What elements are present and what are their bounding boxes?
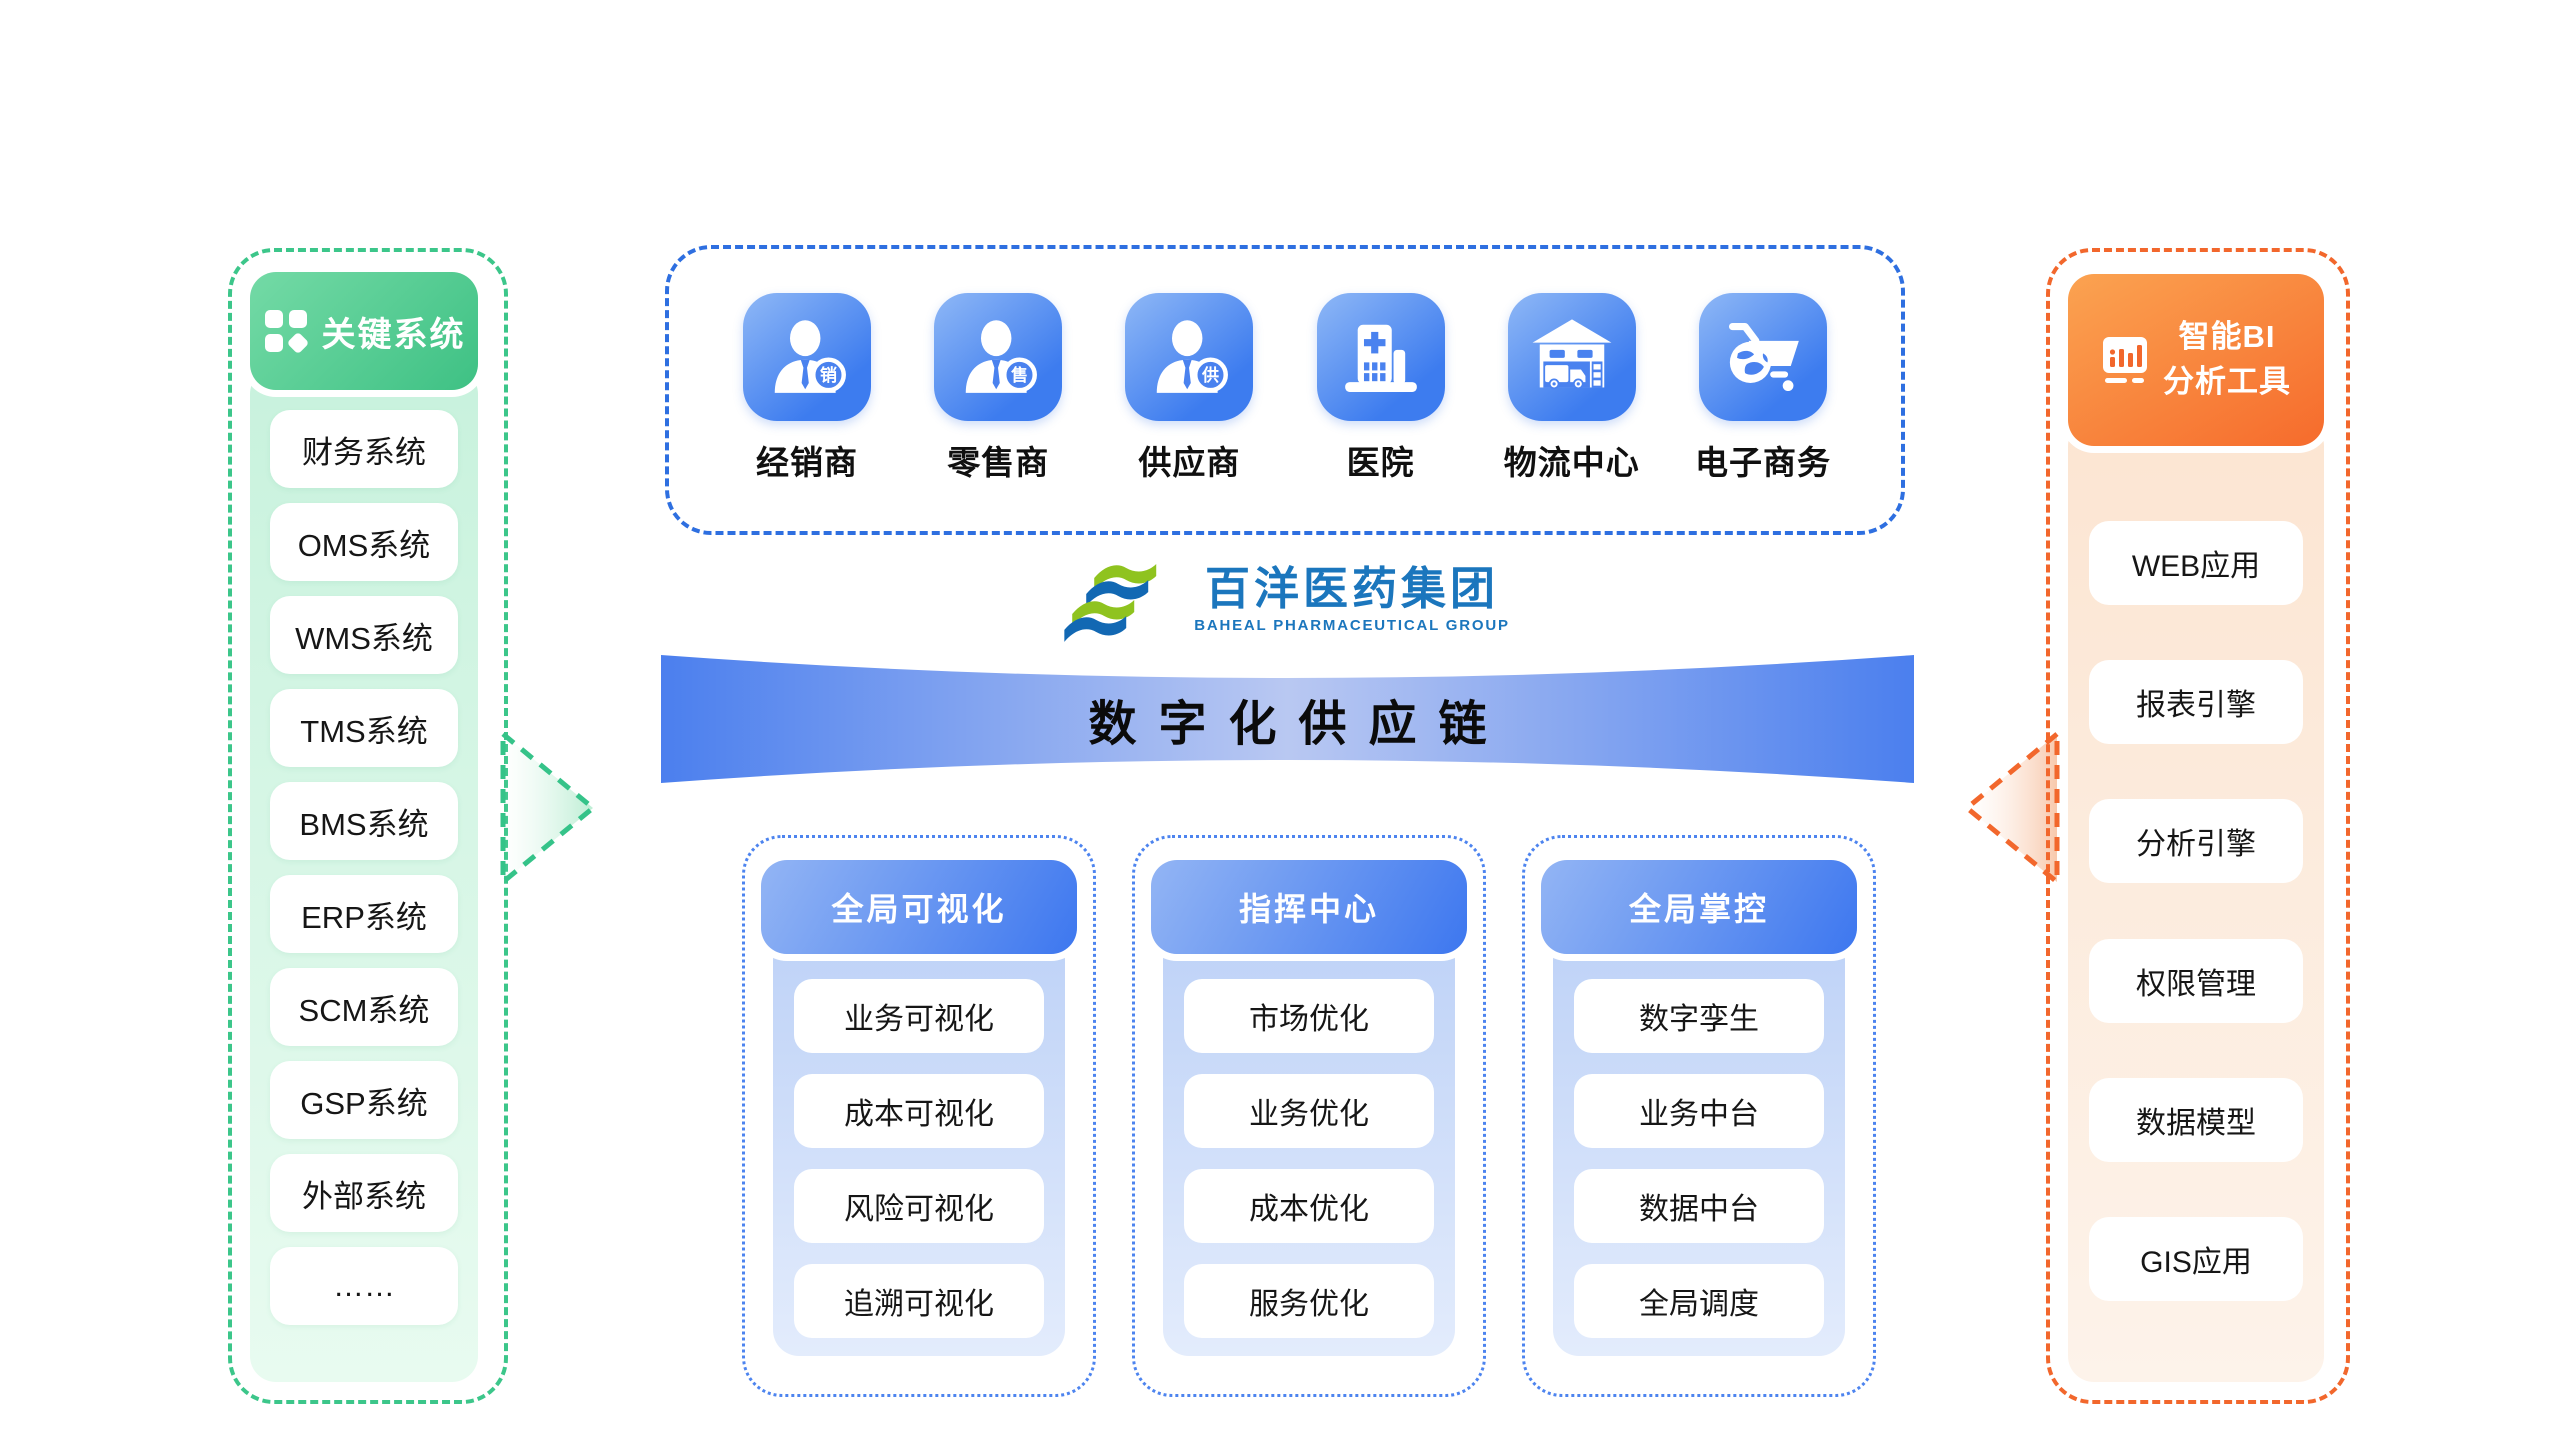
- participant-label: 供应商: [1138, 444, 1241, 481]
- bar-chart-icon: [2103, 337, 2147, 383]
- pillar-global-control: 全局掌控 数字孪生 业务中台 数据中台 全局调度: [1522, 835, 1876, 1397]
- warehouse-truck-icon: [1507, 293, 1636, 421]
- pillar-item: 服务优化: [1184, 1263, 1434, 1338]
- pillar-item: 业务优化: [1184, 1073, 1434, 1148]
- participant-retailer: 售 零售商: [922, 293, 1074, 484]
- logo-wave-mark: [1064, 564, 1157, 642]
- pillar-item: 业务可视化: [794, 978, 1044, 1053]
- logo-text: 百洋医药集团 BAHEAL PHARMACEUTICAL GROUP: [1194, 564, 1510, 634]
- pillar-command-center: 指挥中心 市场优化 业务优化 成本优化 服务优化: [1132, 835, 1486, 1397]
- pillar-item: 成本优化: [1184, 1168, 1434, 1243]
- logo-company-name: 百洋医药集团: [1204, 563, 1499, 615]
- pillar-item: 业务中台: [1574, 1073, 1824, 1148]
- key-system-item: SCM系统: [270, 968, 458, 1046]
- svg-text:供: 供: [1201, 365, 1219, 385]
- key-system-item: ERP系统: [270, 875, 458, 953]
- pillar-item-list: 市场优化 业务优化 成本优化 服务优化: [1163, 934, 1455, 1356]
- pillar-item: 全局调度: [1574, 1263, 1824, 1338]
- participant-label: 物流中心: [1503, 444, 1640, 481]
- banner-ribbon-shape: [661, 655, 1914, 783]
- supplier-person-icon: 供: [1125, 293, 1254, 421]
- pillar-item: 数字孪生: [1574, 978, 1824, 1053]
- bi-tools-title-line2: 分析工具: [2163, 364, 2291, 399]
- participant-supplier: 供 供应商: [1113, 293, 1265, 484]
- bi-tool-item: 报表引擎: [2089, 660, 2303, 745]
- pillar-item-list: 数字孪生 业务中台 数据中台 全局调度: [1553, 934, 1845, 1356]
- key-systems-list: 财务系统 OMS系统 WMS系统 TMS系统 BMS系统 ERP系统 SCM系统…: [250, 368, 478, 1382]
- svg-text:销: 销: [820, 365, 837, 385]
- participant-distributor: 销 经销商: [731, 293, 883, 484]
- pillar-item-list: 业务可视化 成本可视化 风险可视化 追溯可视化: [773, 934, 1065, 1356]
- participant-logistics: 物流中心: [1496, 293, 1648, 484]
- panel-bi-tools: 智能BI 分析工具 WEB应用 报表引擎 分析引擎 权限管理 数据模型 GIS应…: [2046, 248, 2350, 1404]
- pillar-item: 数据中台: [1574, 1168, 1824, 1243]
- participant-ecommerce: 电子商务: [1687, 293, 1839, 484]
- retailer-person-icon: 售: [934, 293, 1063, 421]
- digital-supply-chain-banner: 数字化供应链: [655, 645, 1920, 793]
- pillar-item: 风险可视化: [794, 1168, 1044, 1243]
- pillar-item: 市场优化: [1184, 978, 1434, 1053]
- pillar-item: 成本可视化: [794, 1073, 1044, 1148]
- orange-left-arrow: [1964, 731, 2060, 885]
- bi-tools-title: 智能BI 分析工具: [2163, 315, 2291, 405]
- banner-title: 数字化供应链: [1088, 698, 1509, 751]
- key-system-item: OMS系统: [270, 503, 458, 581]
- bi-tools-list: WEB应用 报表引擎 分析引擎 权限管理 数据模型 GIS应用: [2068, 420, 2324, 1382]
- participant-label: 经销商: [756, 444, 858, 481]
- distributor-person-icon: 销: [743, 293, 871, 421]
- bi-tool-item: 分析引擎: [2089, 799, 2303, 884]
- bi-tool-item: 数据模型: [2089, 1077, 2303, 1162]
- globe-cart-icon: [1698, 293, 1827, 421]
- participant-hospital: 医院: [1305, 293, 1457, 484]
- panel-participants: 销 经销商 售 零售商: [665, 245, 1905, 535]
- svg-text:售: 售: [1011, 365, 1028, 385]
- bi-tool-item: GIS应用: [2089, 1216, 2303, 1301]
- bi-tools-header: 智能BI 分析工具: [2068, 274, 2324, 446]
- logo-subtitle: BAHEAL PHARMACEUTICAL GROUP: [1194, 616, 1510, 634]
- bi-tool-item: 权限管理: [2089, 938, 2303, 1023]
- participant-label: 医院: [1346, 444, 1415, 481]
- key-systems-header: 关键系统: [250, 272, 478, 390]
- participant-label: 电子商务: [1694, 444, 1831, 481]
- hospital-icon: [1316, 293, 1445, 421]
- key-system-item: TMS系统: [270, 689, 458, 767]
- key-system-item: 外部系统: [270, 1154, 458, 1232]
- pillar-header: 指挥中心: [1151, 860, 1467, 954]
- key-system-item: BMS系统: [270, 782, 458, 860]
- key-systems-title: 关键系统: [321, 315, 466, 354]
- pillar-item: 追溯可视化: [794, 1263, 1044, 1338]
- pillar-header: 全局掌控: [1541, 860, 1857, 954]
- company-logo: 百洋医药集团 BAHEAL PHARMACEUTICAL GROUP: [1064, 556, 1510, 642]
- green-right-arrow: [500, 731, 596, 885]
- bi-tool-item: WEB应用: [2089, 521, 2303, 606]
- pillar-global-visualization: 全局可视化 业务可视化 成本可视化 风险可视化 追溯可视化: [742, 835, 1096, 1397]
- key-system-item-ellipsis: ……: [270, 1247, 458, 1325]
- key-system-item: 财务系统: [270, 410, 458, 488]
- pillar-header: 全局可视化: [761, 860, 1077, 954]
- key-system-item: GSP系统: [270, 1061, 458, 1139]
- bi-tools-title-line1: 智能BI: [2178, 319, 2276, 355]
- key-system-item: WMS系统: [270, 596, 458, 674]
- panel-key-systems: 关键系统 财务系统 OMS系统 WMS系统 TMS系统 BMS系统 ERP系统 …: [228, 248, 508, 1404]
- participant-label: 零售商: [947, 444, 1050, 481]
- grid-icon: [264, 310, 308, 353]
